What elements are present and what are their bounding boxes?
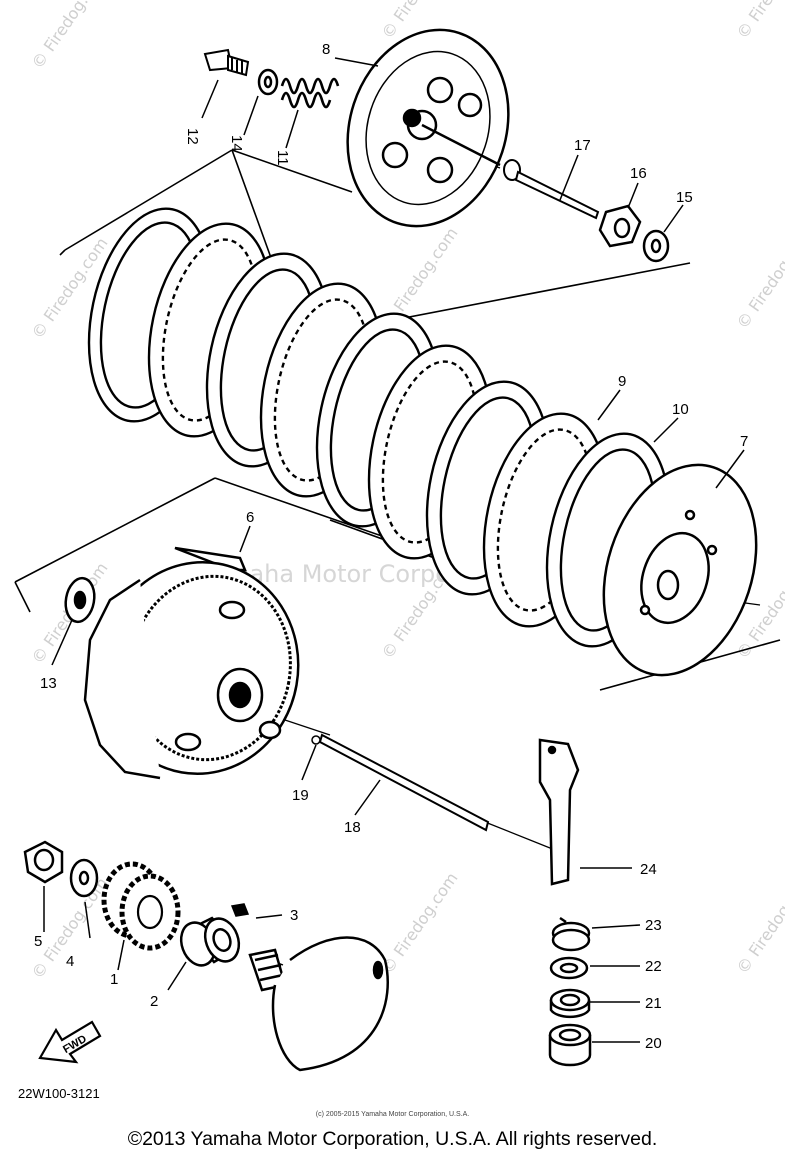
label-part-10: 10	[672, 401, 689, 418]
part-2-spacer	[179, 916, 241, 967]
label-part-22: 22	[645, 958, 662, 975]
part-20-bearing	[548, 1023, 592, 1067]
label-part-8: 8	[322, 41, 330, 58]
label-part-13: 13	[40, 675, 57, 692]
fwd-arrow-icon: FWD	[38, 1020, 102, 1064]
part-1-drive-gear	[101, 861, 181, 951]
part-3-key	[230, 903, 250, 917]
watermark: © Firedog.com	[733, 869, 785, 977]
footer-copyright: ©2013 Yamaha Motor Corporation, U.S.A. A…	[127, 1128, 658, 1150]
label-part-12: 12	[184, 128, 201, 145]
label-part-5: 5	[34, 933, 42, 950]
label-part-16: 16	[630, 165, 647, 182]
label-part-15: 15	[676, 189, 693, 206]
label-part-1: 1	[110, 971, 118, 988]
part-12-screw	[203, 48, 250, 77]
clutch-plate-stack	[87, 207, 671, 648]
label-part-21: 21	[645, 995, 662, 1012]
watermark: © Firedog.com	[733, 0, 785, 42]
part-18-push-rod-2	[318, 733, 490, 832]
part-5-nut	[23, 840, 64, 884]
watermark: © Firedog.com	[733, 224, 785, 332]
label-part-20: 20	[645, 1035, 662, 1052]
label-part-9: 9	[618, 373, 626, 390]
label-part-4: 4	[66, 953, 74, 970]
part-16-nut	[598, 204, 642, 248]
watermark: © Firedog.com	[28, 0, 112, 72]
label-part-6: 6	[246, 509, 254, 526]
label-part-18: 18	[344, 819, 361, 836]
label-part-2: 2	[150, 993, 158, 1010]
part-8-pressure-plate	[346, 28, 510, 228]
small-copyright: (c) 2005-2015 Yamaha Motor Corporation, …	[315, 1111, 470, 1118]
part-17-push-rod-1	[503, 159, 600, 220]
part-24-push-lever-shaft	[538, 738, 580, 886]
watermark: © Firedog.com	[378, 869, 462, 977]
clutch-exploded-diagram: © Firedog.com © Firedog.com © Firedog.co…	[14, 0, 785, 1072]
leader-lines	[43, 57, 745, 1043]
crankshaft	[248, 936, 389, 1072]
label-part-23: 23	[645, 917, 662, 934]
part-7-clutch-boss	[602, 463, 758, 677]
part-4-lock-washer	[69, 858, 99, 898]
part-14-washer	[257, 68, 279, 96]
fwd-label: FWD	[61, 1033, 89, 1056]
label-part-11: 11	[274, 150, 291, 166]
part-6-clutch-housing	[83, 546, 300, 780]
label-part-3: 3	[290, 907, 298, 924]
part-15-lock-washer	[642, 229, 670, 263]
diagram-code: 22W100-3121	[18, 1086, 100, 1101]
part-22-washer	[549, 956, 589, 980]
label-part-24: 24	[640, 861, 657, 878]
part-11-spring	[280, 77, 340, 109]
label-part-17: 17	[574, 137, 591, 154]
part-21-oil-seal	[549, 988, 591, 1019]
part-19-ball	[311, 735, 321, 745]
part-labels: 8 12 14 11 17 16 15 9 10 7 6 13 19 18 24…	[34, 41, 748, 1052]
label-part-7: 7	[740, 433, 748, 450]
label-part-14: 14	[228, 135, 245, 152]
part-23-spring	[551, 916, 591, 952]
part-13-thrust-washer	[64, 576, 96, 624]
label-part-19: 19	[292, 787, 309, 804]
